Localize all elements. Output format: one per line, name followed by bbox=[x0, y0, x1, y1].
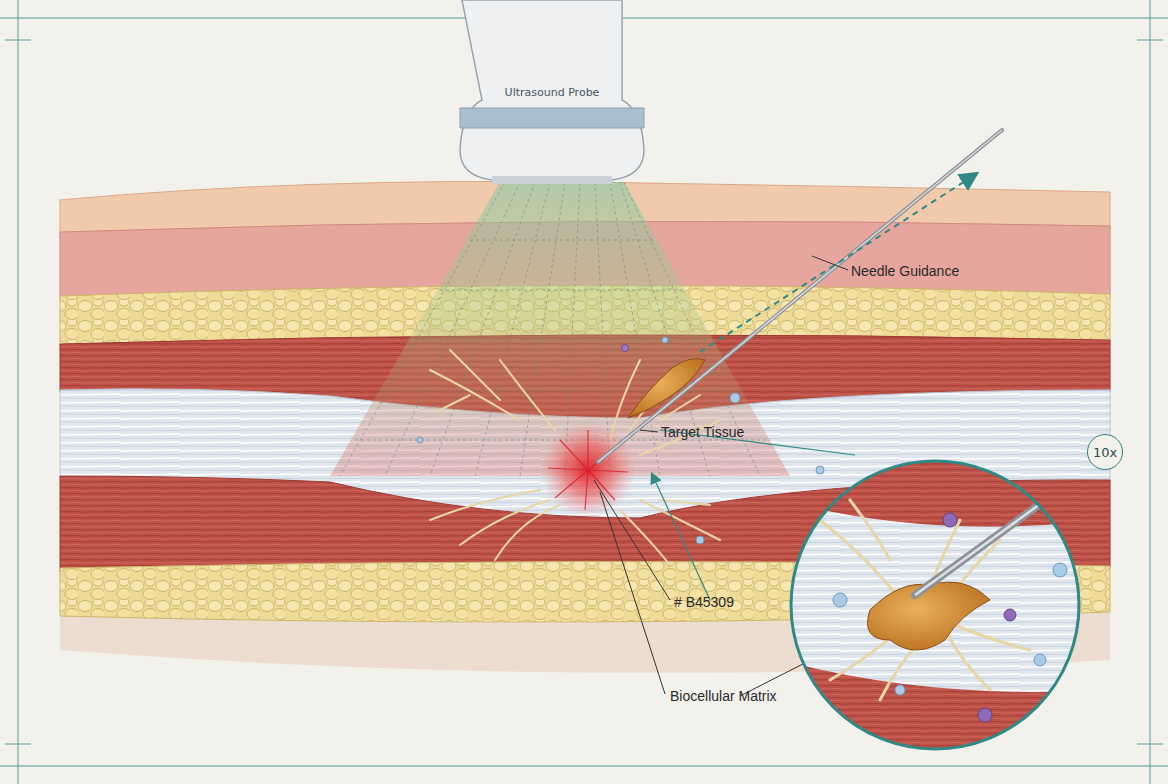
tissue-layers bbox=[60, 181, 1110, 672]
illustration-circle bbox=[791, 461, 1079, 749]
probe-shape bbox=[460, 0, 644, 184]
collagen-fibers bbox=[430, 350, 720, 565]
magnification-badge: 10x bbox=[1087, 434, 1123, 470]
probe-label-box: Ultrasound Probe bbox=[462, 82, 642, 102]
illustration-path bbox=[355, 240, 770, 440]
part-label: Biocellular Matrix bbox=[670, 688, 777, 704]
illustration-line bbox=[598, 130, 1002, 462]
illustration-circle bbox=[1053, 563, 1067, 577]
illustration-path bbox=[430, 350, 555, 430]
illustration-circle bbox=[540, 422, 636, 518]
guidance-arrow bbox=[700, 174, 976, 352]
amber-droplet bbox=[628, 359, 705, 418]
illustration-circle bbox=[943, 513, 957, 527]
cells bbox=[417, 337, 824, 544]
illustration-circle bbox=[895, 685, 905, 695]
illustration-path bbox=[340, 182, 760, 476]
illustration-g bbox=[548, 430, 628, 510]
illustration-circle bbox=[1034, 654, 1046, 666]
illustration-g bbox=[833, 563, 1067, 695]
illustration-circle bbox=[1004, 609, 1016, 621]
target-burst bbox=[540, 422, 636, 518]
illustration-rect bbox=[780, 450, 1100, 770]
illustration-line bbox=[915, 475, 1080, 595]
illustration-path bbox=[780, 500, 1100, 692]
node-text: Ultrasound Probe bbox=[505, 86, 600, 99]
illustration-path bbox=[430, 490, 560, 560]
illustration-path bbox=[492, 176, 612, 184]
illustration-path bbox=[594, 480, 670, 600]
illustration-path bbox=[620, 500, 720, 565]
illustration-path bbox=[868, 582, 991, 650]
magnified-view bbox=[780, 450, 1100, 770]
part-label: Target Tissue bbox=[661, 424, 744, 440]
illustration-circle bbox=[816, 466, 824, 474]
illustration-line bbox=[915, 475, 1080, 595]
part-label: Needle Guidance bbox=[851, 263, 959, 279]
illustration-path bbox=[812, 256, 848, 270]
illustration-circle bbox=[662, 337, 668, 343]
needle bbox=[598, 130, 1002, 462]
illustration-circle bbox=[417, 437, 423, 443]
illustration-circle bbox=[833, 593, 847, 607]
illustration-path bbox=[652, 474, 710, 600]
illustration-line bbox=[598, 130, 1002, 462]
illustration-circle bbox=[978, 708, 992, 722]
illustration-path bbox=[460, 108, 644, 128]
illustration-circle bbox=[696, 536, 704, 544]
illustration-circle bbox=[622, 345, 629, 352]
illustration-circle bbox=[730, 393, 740, 403]
illustration-path bbox=[460, 0, 644, 180]
illustration-path bbox=[548, 430, 628, 510]
illustration-path bbox=[640, 430, 658, 432]
node-text: 10x bbox=[1093, 445, 1117, 460]
color-code-label: # B45309 bbox=[674, 594, 734, 610]
beam-scanlines bbox=[340, 182, 770, 476]
illustration-path bbox=[600, 492, 665, 694]
illustration-g bbox=[780, 450, 1100, 770]
